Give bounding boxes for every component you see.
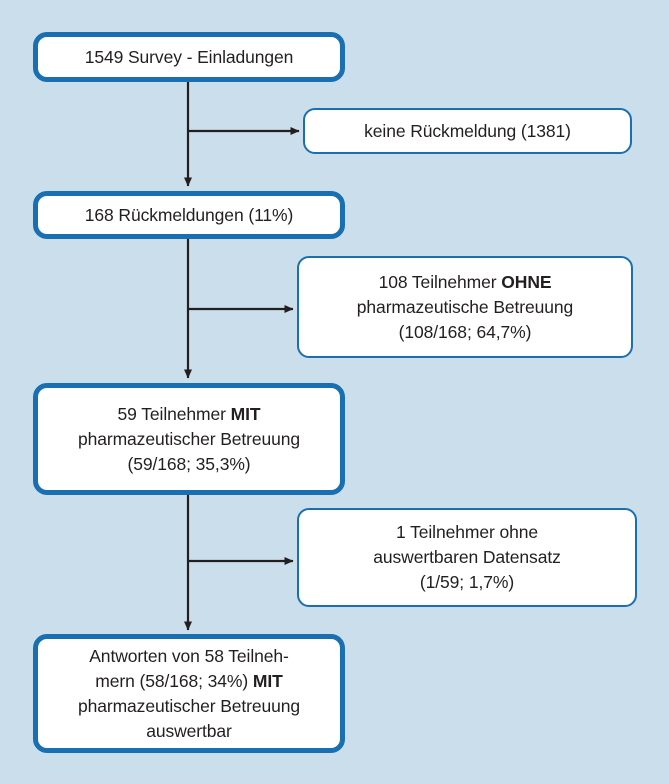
node-unusable-line1: 1 Teilnehmer ohne — [396, 522, 538, 542]
node-evaluable[interactable]: Antworten von 58 Teilneh-mern (58/168; 3… — [33, 634, 345, 753]
node-no-response-label: keine Rückmeldung (1381) — [364, 120, 571, 141]
node-unusable[interactable]: 1 Teilnehmer ohne auswertbaren Datensatz (… — [297, 508, 637, 607]
node-with-care-label: 59 Teilnehmer MIT pharmazeutischer Betreu… — [38, 402, 340, 477]
node-unusable-label: 1 Teilnehmer ohne auswertbaren Datensatz (… — [299, 520, 635, 595]
node-with-care-line3: (59/168; 35,3%) — [127, 453, 251, 474]
node-without-care-line1-plain: 108 Teilnehmer — [378, 271, 502, 292]
node-evaluable-line3: pharmazeutischer Betreuung — [77, 695, 301, 716]
node-evaluable-line1: Antworten von 58 Teilneh- — [89, 645, 289, 666]
node-with-care[interactable]: 59 Teilnehmer MIT pharmazeutischer Betreu… — [33, 383, 345, 495]
node-with-care-line1-bold: MIT — [230, 403, 261, 424]
node-evaluable-line4: auswertbar — [146, 720, 232, 741]
node-without-care-line3: (108/168; 64,7%) — [398, 321, 532, 342]
node-responses-label: 168 Rückmeldungen (11%) — [84, 204, 294, 225]
node-evaluable-line2-plain: mern (58/168; 34%) — [95, 670, 253, 691]
node-without-care-line2: pharmazeutische Betreuung — [356, 296, 574, 317]
node-with-care-line1-plain: 59 Teilnehmer — [117, 403, 231, 424]
node-responses[interactable]: 168 Rückmeldungen (11%) — [33, 191, 345, 239]
node-invitations-label: 1549 Survey - Einladungen — [84, 46, 294, 67]
node-with-care-line2: pharmazeutischer Betreuung — [77, 428, 301, 449]
node-without-care-label: 108 Teilnehmer OHNE pharmazeutische Betre… — [299, 270, 631, 345]
node-unusable-line2: auswertbaren Datensatz — [373, 547, 561, 567]
node-evaluable-line2-bold: MIT — [252, 670, 283, 691]
node-no-response[interactable]: keine Rückmeldung (1381) — [303, 108, 632, 154]
node-unusable-line3: (1/59; 1,7%) — [419, 572, 515, 592]
node-without-care[interactable]: 108 Teilnehmer OHNE pharmazeutische Betre… — [297, 256, 633, 358]
node-evaluable-label: Antworten von 58 Teilneh-mern (58/168; 3… — [38, 644, 340, 744]
node-without-care-line1-bold: OHNE — [501, 271, 552, 292]
node-invitations[interactable]: 1549 Survey - Einladungen — [33, 32, 345, 82]
